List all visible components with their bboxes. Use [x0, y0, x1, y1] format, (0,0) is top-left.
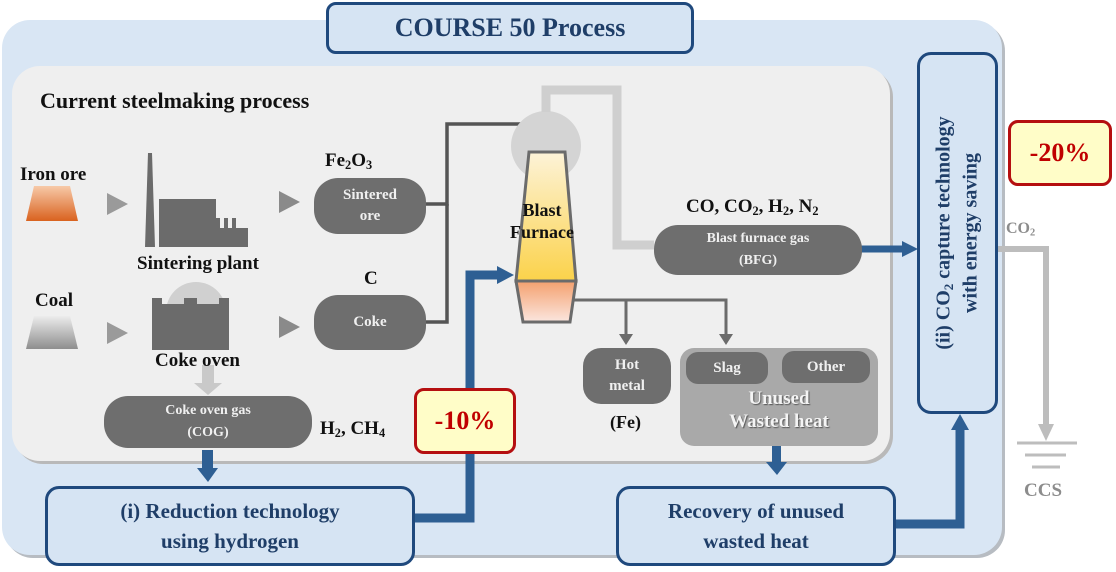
blast-furnace-line2: Furnace [510, 221, 574, 242]
co2-capture-box: (ii) CO2 capture technology with energy … [917, 52, 998, 414]
current-process-heading: Current steelmaking process [40, 88, 310, 113]
sintering-plant-label: Sintering plant [137, 253, 259, 274]
coal-label: Coal [35, 290, 73, 311]
bfg-line2: (BFG) [738, 253, 778, 268]
sintered-ore-formula: Fe2O3 [325, 150, 373, 173]
wasted-heat-line2: Wasted heat [729, 410, 829, 432]
sintered-ore-line2: ore [359, 208, 381, 224]
sintering-plant-icon [145, 153, 248, 247]
heat-recovery-box: Recovery of unused wasted heat [616, 486, 896, 566]
co2-capture-line1: (ii) CO2 capture technology [932, 116, 956, 350]
blast-furnace-label: Blast Furnace [510, 200, 574, 243]
hydrogen-reduction-line2: using hydrogen [161, 529, 299, 553]
hydrogen-reduction-box: (i) Reduction technology using hydrogen [45, 486, 415, 566]
bfg-line1: Blast furnace gas [706, 230, 810, 246]
iron-ore-icon [26, 186, 78, 221]
slag-node: Slag [686, 352, 768, 384]
coke-oven-label: Coke oven [155, 350, 240, 371]
co2-capture-line2: with energy saving [959, 153, 982, 313]
coke-oven-gas-node: Coke oven gas (COG) [104, 396, 312, 448]
coke-node: Coke [314, 295, 426, 350]
page-title: COURSE 50 Process [326, 2, 694, 54]
co2-output-label: CO2 [1006, 220, 1036, 239]
sintered-ore-line1: Sintered [343, 187, 397, 203]
hot-metal-node: Hot metal [583, 348, 671, 404]
heat-recovery-line2: wasted heat [703, 529, 809, 553]
arrow-icon [107, 193, 128, 215]
hydrogen-reduction-badge: -10% [414, 388, 516, 454]
arrow-icon [107, 322, 128, 344]
iron-ore-label: Iron ore [20, 164, 87, 185]
hydrogen-reduction-line1: (i) Reduction technology [120, 498, 340, 523]
hot-metal-formula: (Fe) [610, 412, 641, 432]
co2-to-ccs-flow [997, 246, 1077, 469]
coal-icon [26, 316, 78, 349]
capture-reduction-badge: -20% [1008, 120, 1112, 186]
bfg-formula: CO, CO2, H2, N2 [686, 196, 819, 219]
blast-furnace-gas-node: Blast furnace gas (BFG) [654, 225, 862, 275]
bfg-to-capture-flow [860, 241, 918, 257]
arrow-icon [279, 191, 300, 213]
heat-recovery-flow [766, 414, 969, 529]
sintered-ore-node: Sintered ore [314, 178, 426, 234]
blast-furnace-line1: Blast [522, 200, 562, 220]
ccs-label: CCS [1024, 480, 1063, 501]
other-node: Other [782, 351, 870, 383]
wasted-heat-label: Unused Wasted heat [680, 388, 878, 434]
coke-formula: C [364, 268, 378, 289]
heat-recovery-line1: Recovery of unused [667, 498, 845, 523]
wasted-heat-line1: Unused [748, 388, 810, 409]
co2-capture-text: (ii) CO2 capture technology with energy … [931, 116, 985, 349]
cog-formula: H2, CH4 [320, 418, 386, 441]
arrow-icon [279, 316, 300, 338]
hot-metal-line2: metal [609, 378, 645, 394]
coke-label: Coke [353, 314, 387, 330]
cog-line1: Coke oven gas [165, 402, 251, 418]
hot-metal-line1: Hot [614, 357, 640, 373]
coke-oven-icon [152, 298, 229, 350]
cog-line2: (COG) [187, 425, 229, 440]
